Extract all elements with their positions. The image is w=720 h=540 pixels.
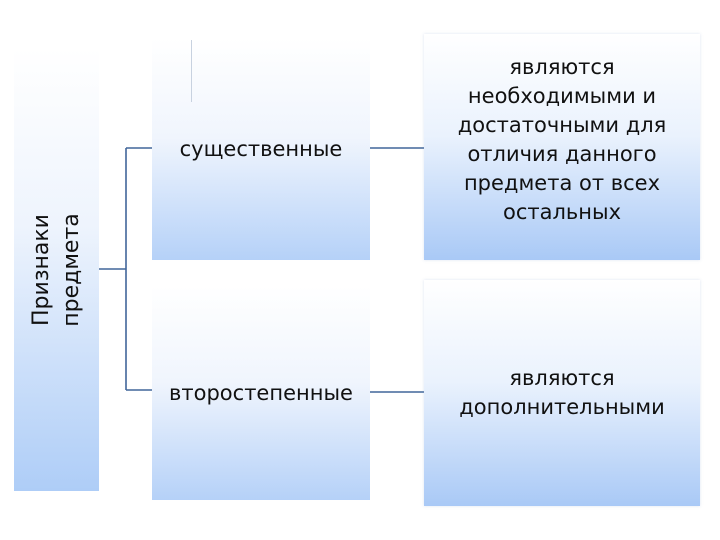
root-label-line-1: Признаки [29, 214, 54, 326]
description-secondary-line-1: являются [509, 366, 615, 390]
description-essential-line-4: отличия данного [467, 142, 657, 166]
description-essential-text: являются необходимыми и достаточными для… [458, 53, 667, 227]
description-essential-line-2: необходимыми и [467, 84, 657, 108]
root-label-line-2: предмета [59, 213, 84, 327]
description-essential-line-1: являются [509, 55, 615, 79]
description-essential-box: являются необходимыми и достаточными для… [424, 34, 700, 260]
category-essential-box: существенные [152, 38, 370, 260]
description-essential-line-3: достаточными для [457, 113, 667, 137]
divider-mark [191, 40, 192, 102]
description-secondary-box: являются дополнительными [424, 280, 700, 506]
category-secondary-box: второстепенные [152, 286, 370, 500]
category-secondary-label: второстепенные [169, 381, 353, 405]
root-label: Признаки предмета [27, 213, 87, 327]
description-essential-line-5: предмета от всех [463, 171, 661, 195]
category-essential-label: существенные [179, 137, 343, 161]
description-essential-line-6: остальных [502, 200, 622, 224]
description-secondary-line-2: дополнительными [459, 395, 665, 419]
root-box [14, 48, 99, 491]
description-secondary-text: являются дополнительными [459, 364, 665, 422]
